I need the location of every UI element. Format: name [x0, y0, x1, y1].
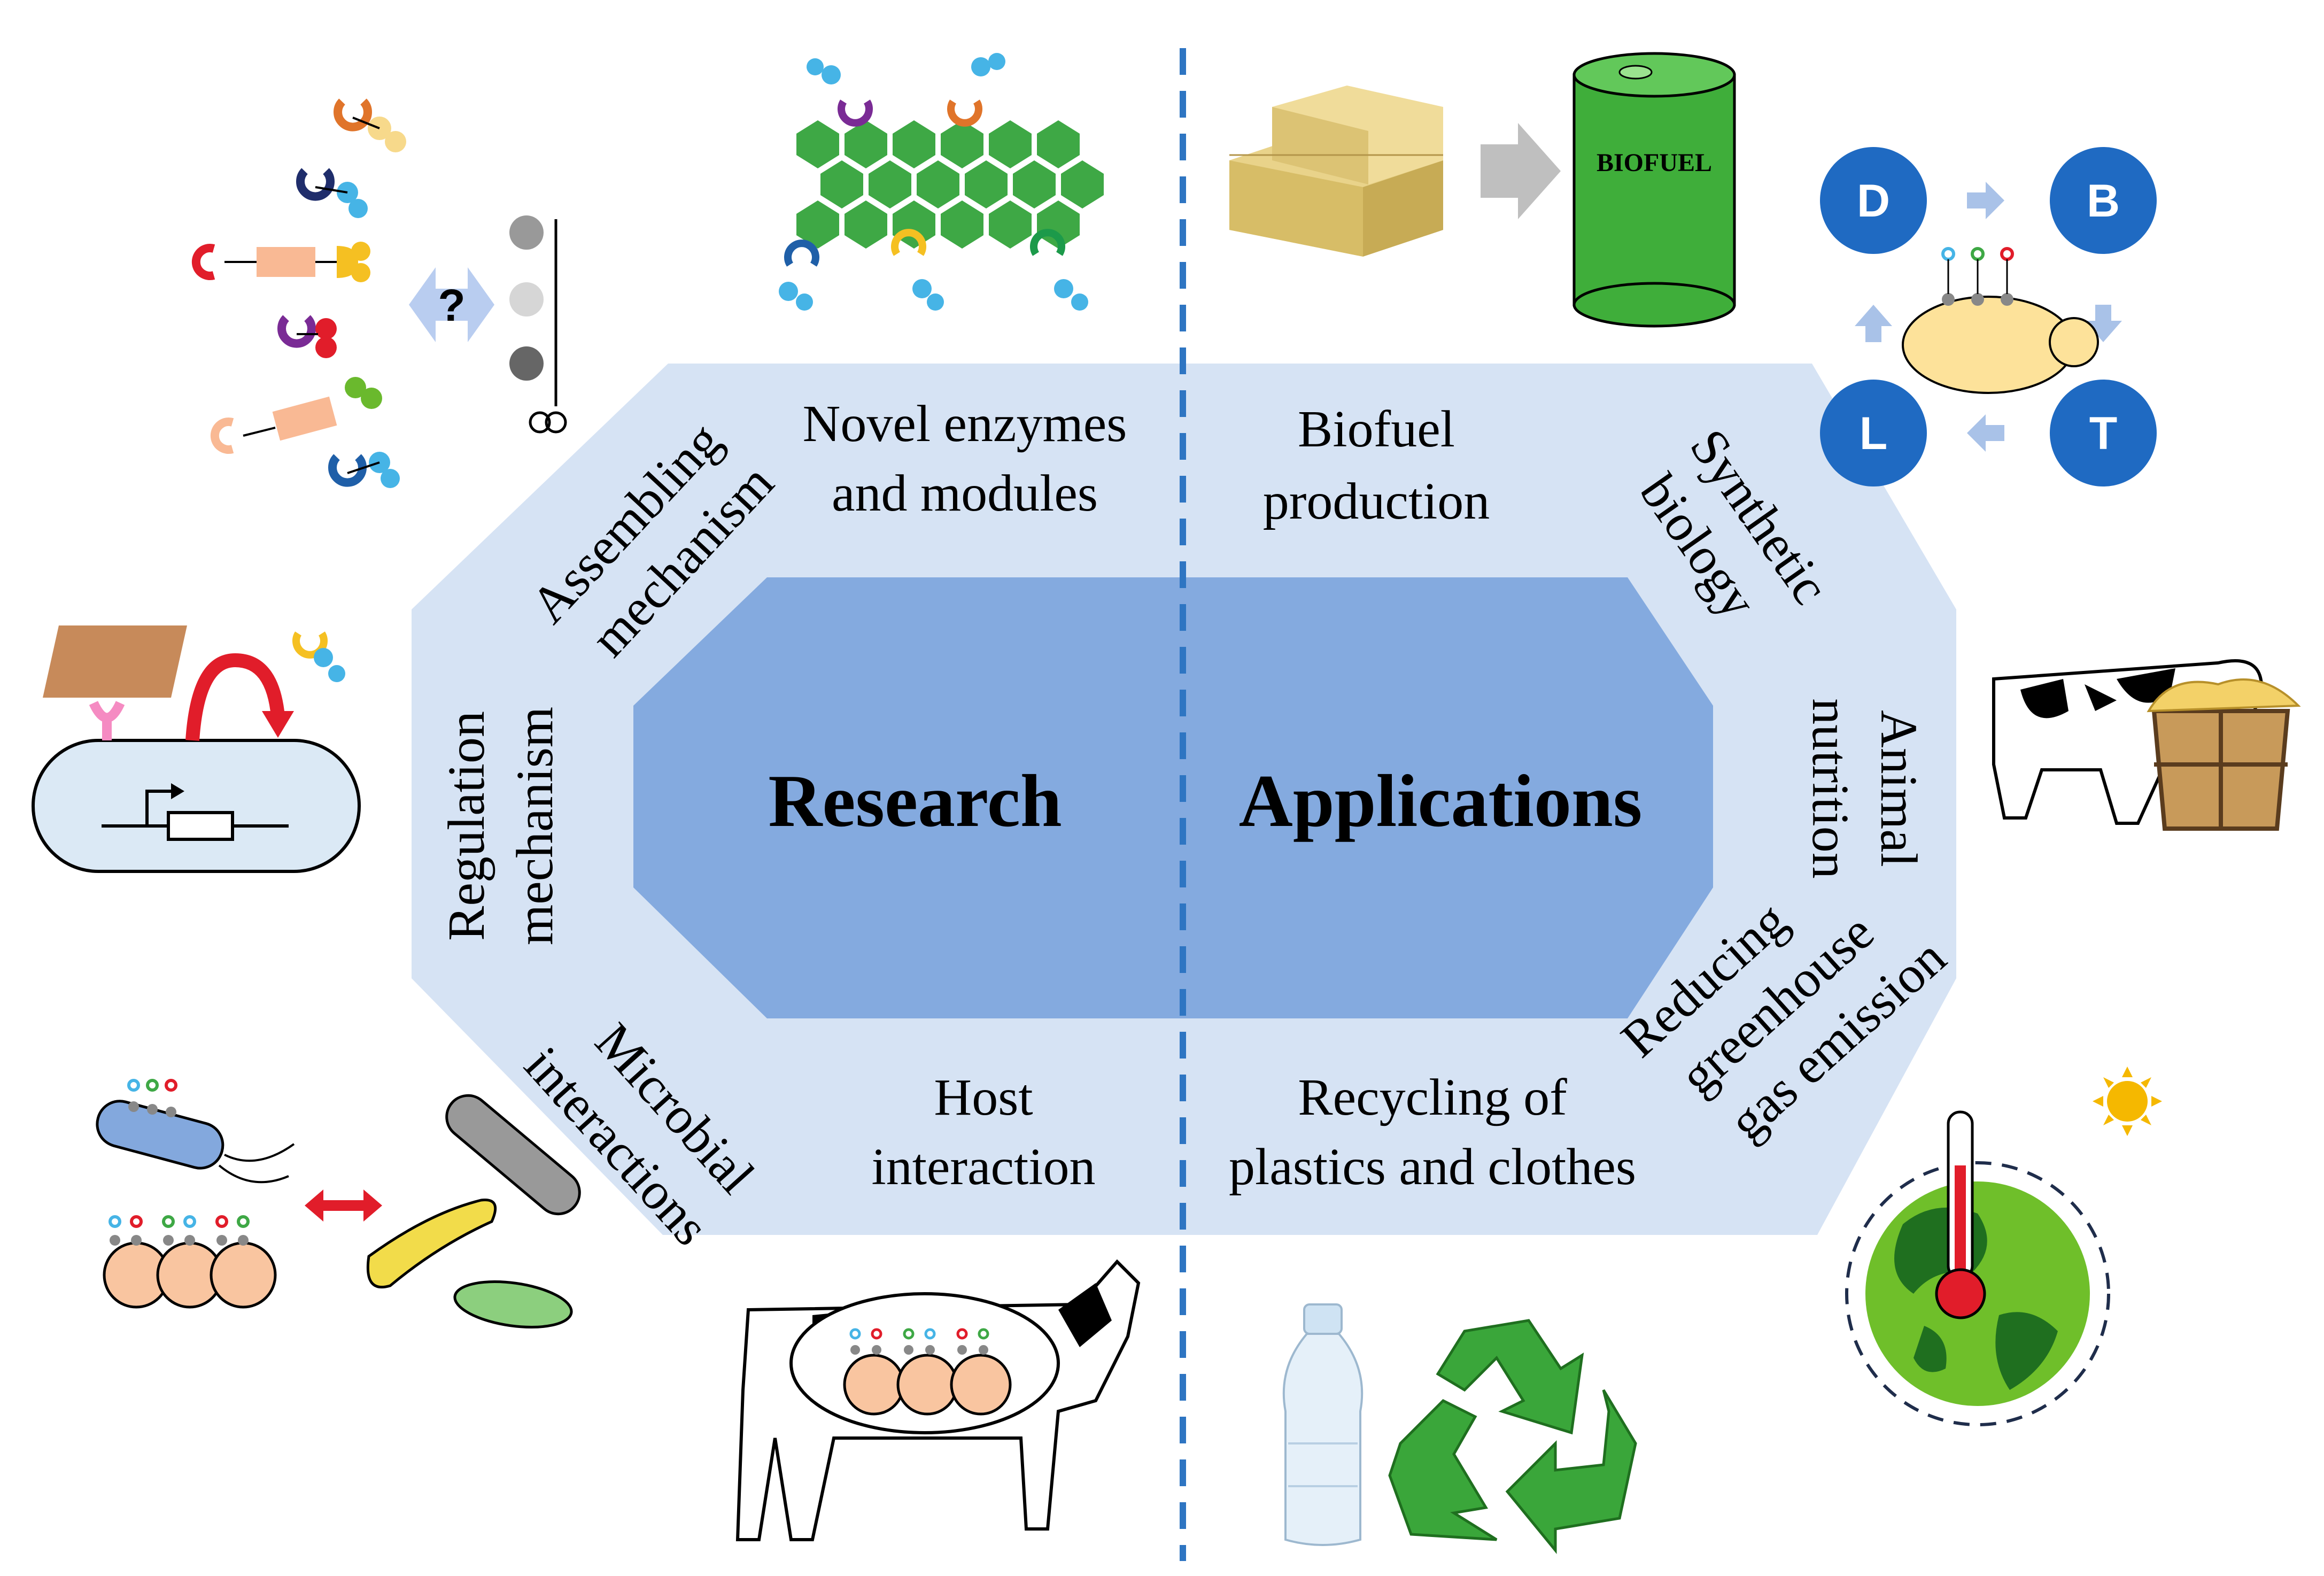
svg-text:mechanism: mechanism — [506, 707, 564, 945]
research-label: Research — [768, 760, 1062, 843]
regulation-cell-icon — [32, 625, 361, 873]
bead-chain-icon — [509, 215, 567, 434]
svg-text:L: L — [1860, 408, 1888, 459]
plastic-bottle-icon — [1282, 1303, 1364, 1546]
recycle-icon — [1388, 1319, 1637, 1555]
topic-recycling-1: Recycling of — [1298, 1069, 1567, 1126]
svg-text:D: D — [1857, 175, 1890, 227]
topic-recycling-2: plastics and clothes — [1229, 1138, 1636, 1196]
topic-novel-enzymes-2: and modules — [832, 465, 1098, 522]
svg-text:B: B — [2087, 175, 2120, 227]
cow-feeding-icon — [1992, 659, 2301, 831]
microbes-icon — [96, 1079, 581, 1328]
biofuel-barrel-icon: BIOFUEL — [1572, 52, 1736, 328]
topic-regulation: Regulation mechanism — [438, 707, 564, 945]
inner-octagon — [633, 577, 1713, 1018]
applications-label: Applications — [1239, 760, 1643, 843]
globe-warming-icon — [1845, 1067, 2162, 1426]
svg-text:T: T — [2089, 408, 2118, 459]
topic-host-2: interaction — [871, 1138, 1095, 1196]
enzyme-scaffold-icon — [779, 53, 1104, 311]
topic-animal: Animal nutrition — [1801, 698, 1927, 879]
enzyme-modules-icon — [191, 98, 406, 488]
svg-text:Regulation: Regulation — [438, 711, 495, 941]
cow-rumen-icon — [735, 1259, 1141, 1541]
topic-biofuel-2: production — [1263, 473, 1490, 530]
hay-bales-icon — [1229, 86, 1443, 257]
svg-text:BIOFUEL: BIOFUEL — [1597, 149, 1712, 177]
arrow-to-biofuel-icon — [1481, 123, 1561, 219]
topic-biofuel-1: Biofuel — [1298, 400, 1455, 458]
question-arrow-icon: ? — [409, 267, 494, 342]
svg-text:nutrition: nutrition — [1801, 698, 1859, 879]
svg-text:?: ? — [438, 280, 465, 330]
topic-novel-enzymes-1: Novel enzymes — [803, 395, 1127, 453]
dbtl-cycle-icon: D B T L — [1820, 147, 2157, 486]
topic-host-1: Host — [934, 1069, 1033, 1126]
svg-text:Animal: Animal — [1870, 710, 1927, 867]
